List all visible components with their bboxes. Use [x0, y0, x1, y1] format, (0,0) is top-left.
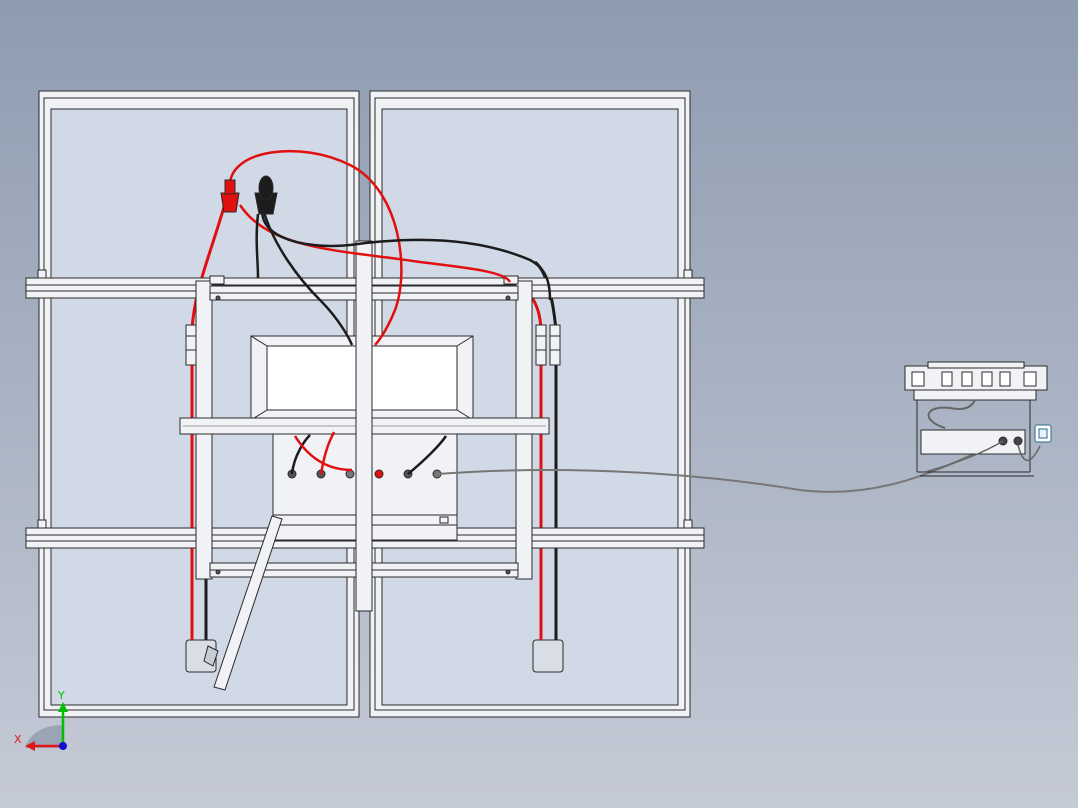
side-connectors: [185, 324, 561, 366]
center-pole: [355, 240, 373, 612]
remote-port-2: [1013, 436, 1023, 446]
support-leg: [203, 515, 283, 691]
axis-x-label: X: [14, 733, 22, 746]
sensor-cable: [436, 439, 1004, 493]
remote-controller-unit: [904, 361, 1052, 477]
mc4-connector-black: [254, 175, 278, 215]
junction-box-right: [532, 639, 564, 673]
terminal-4: [374, 469, 384, 479]
mc4-connector-red: [220, 179, 240, 213]
controller-cables: [228, 149, 552, 475]
axis-y-label: Y: [57, 689, 65, 702]
axis-triad: Y X: [14, 689, 68, 751]
